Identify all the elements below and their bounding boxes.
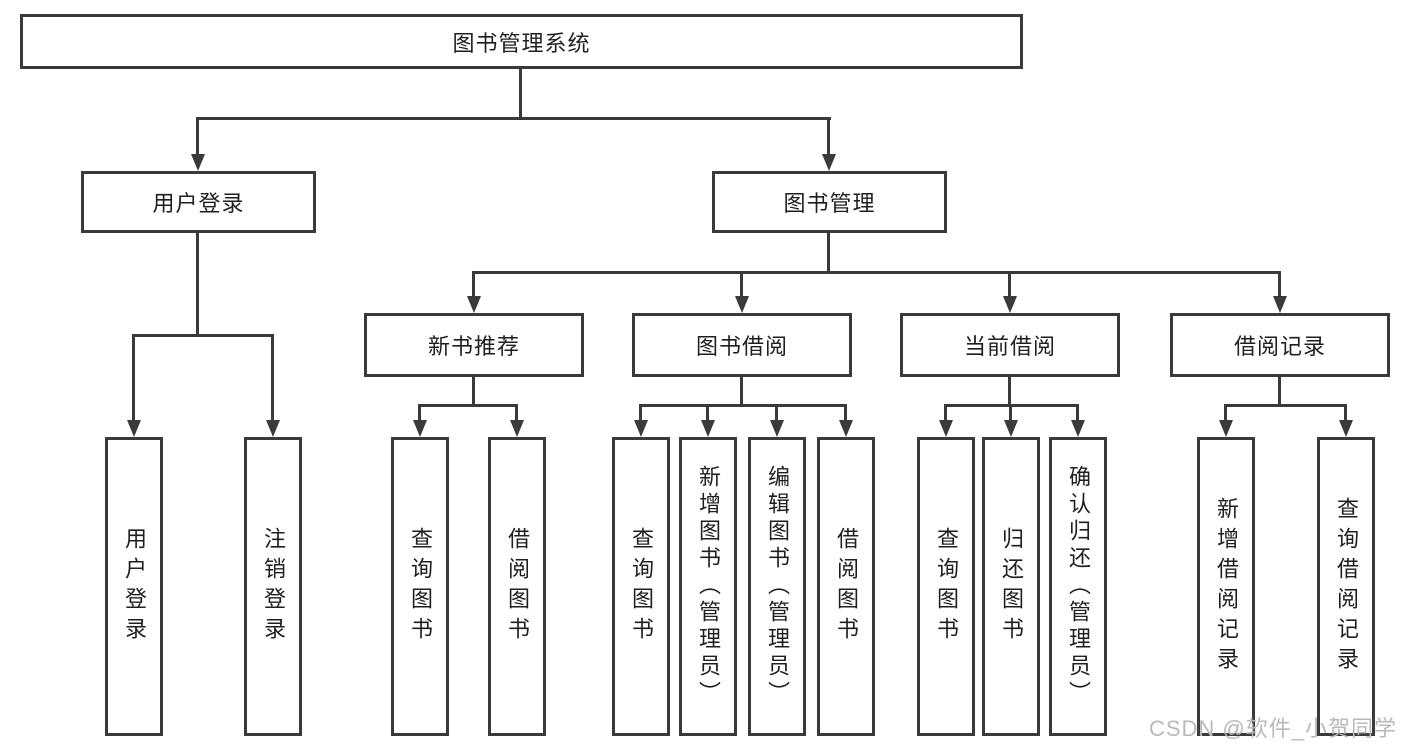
connector-drop-current-borrow [1008,271,1011,298]
node-label: 新增图书（管理员） [696,465,721,708]
node-new-book-recommendation: 新书推荐 [364,313,584,377]
connector-drop-borrow-records [1278,271,1281,298]
node-label: 图书借阅 [695,334,788,359]
node-label: 借阅记录 [1233,334,1326,359]
leaf-search-books-borrowing: 查询图书 [612,437,670,736]
node-label: 图书管理系统 [452,30,591,56]
node-label: 注销登录 [261,526,286,647]
node-label: 新增借阅记录 [1214,496,1239,677]
leaf-add-borrow-record: 新增借阅记录 [1197,437,1255,736]
connector-drop-bb-add [706,404,709,422]
arrow-into-book-management [822,154,836,171]
arrow-into-cb-return [1004,420,1018,437]
leaf-borrow-books-borrowing: 借阅图书 [817,437,875,736]
leaf-user-login: 用户登录 [105,437,163,736]
node-library-system-root: 图书管理系统 [20,14,1023,69]
connector-book-borrow-rail [639,404,847,407]
arrow-into-new-book [467,296,481,313]
leaf-add-books-admin: 新增图书（管理员） [679,437,737,736]
node-book-management-module: 图书管理 [712,171,947,233]
node-label: 当前借阅 [963,334,1056,359]
connector-drop-br-search [1344,404,1347,422]
node-label: 用户登录 [152,191,245,216]
connector-new-book-rail [418,404,518,407]
node-label: 新书推荐 [427,334,520,359]
leaf-search-books-current: 查询图书 [917,437,975,736]
leaf-search-borrow-record: 查询借阅记录 [1317,437,1375,736]
arrow-into-borrow-records [1273,296,1287,313]
leaf-logout: 注销登录 [244,437,302,736]
node-label: 图书管理 [783,191,876,216]
arrow-into-bb-search [634,420,648,437]
connector-drop-user-login [196,117,199,156]
arrow-into-bb-borrow [839,420,853,437]
node-label: 归还图书 [999,526,1024,647]
connector-level1-rail [196,117,831,120]
arrow-into-leaf-logout [266,420,280,437]
connector-drop-nb-borrow [515,404,518,422]
node-borrowing-records: 借阅记录 [1170,313,1390,377]
connector-book-management-stem [827,230,830,274]
connector-root-stem [519,66,522,120]
node-label: 确认归还（管理员） [1066,465,1091,708]
arrow-into-leaf-user-login [127,420,141,437]
arrow-into-nb-borrow [510,420,524,437]
connector-borrow-records-rail [1224,404,1347,407]
node-label: 查询图书 [408,526,433,647]
arrow-into-book-borrow [735,296,749,313]
connector-drop-br-add [1224,404,1227,422]
connector-drop-cb-confirm [1076,404,1079,422]
connector-drop-leaf-user-login [132,334,135,422]
connector-drop-cb-return [1009,404,1012,422]
node-user-login-module: 用户登录 [81,171,316,233]
connector-level2-rail [472,271,1281,274]
connector-drop-nb-search [418,404,421,422]
arrow-into-br-search [1339,420,1353,437]
connector-book-borrow-stem [740,375,743,407]
arrow-into-user-login [191,154,205,171]
arrow-into-br-add [1219,420,1233,437]
arrow-into-current-borrow [1003,296,1017,313]
connector-user-login-stem [196,230,199,337]
arrow-into-nb-search [413,420,427,437]
leaf-edit-books-admin: 编辑图书（管理员） [748,437,806,736]
arrow-into-bb-edit [770,420,784,437]
node-label: 查询图书 [934,526,959,647]
connector-new-book-stem [472,375,475,407]
node-current-borrowing: 当前借阅 [900,313,1120,377]
node-label: 查询图书 [629,526,654,647]
connector-drop-new-book [472,271,475,298]
arrow-into-cb-search [939,420,953,437]
csdn-watermark: CSDN @软件_小贺同学 [1148,716,1397,741]
arrow-into-bb-add [701,420,715,437]
connector-drop-bb-borrow [844,404,847,422]
leaf-search-books-recommend: 查询图书 [391,437,449,736]
node-label: 借阅图书 [505,526,530,647]
leaf-borrow-books-recommend: 借阅图书 [488,437,546,736]
node-label: 编辑图书（管理员） [765,465,790,708]
connector-user-login-rail [132,334,274,337]
node-label: 借阅图书 [834,526,859,647]
connector-drop-cb-search [944,404,947,422]
connector-drop-book-management [827,117,830,156]
connector-current-borrow-stem [1008,375,1011,407]
connector-drop-bb-edit [775,404,778,422]
connector-drop-book-borrow [740,271,743,298]
node-label: 查询借阅记录 [1334,496,1359,677]
leaf-return-books: 归还图书 [982,437,1040,736]
node-label: 用户登录 [122,526,147,647]
leaf-confirm-return-admin: 确认归还（管理员） [1049,437,1107,736]
arrow-into-cb-confirm [1071,420,1085,437]
connector-drop-bb-search [639,404,642,422]
connector-drop-leaf-logout [271,334,274,422]
node-book-borrowing: 图书借阅 [632,313,852,377]
connector-borrow-records-stem [1278,375,1281,407]
